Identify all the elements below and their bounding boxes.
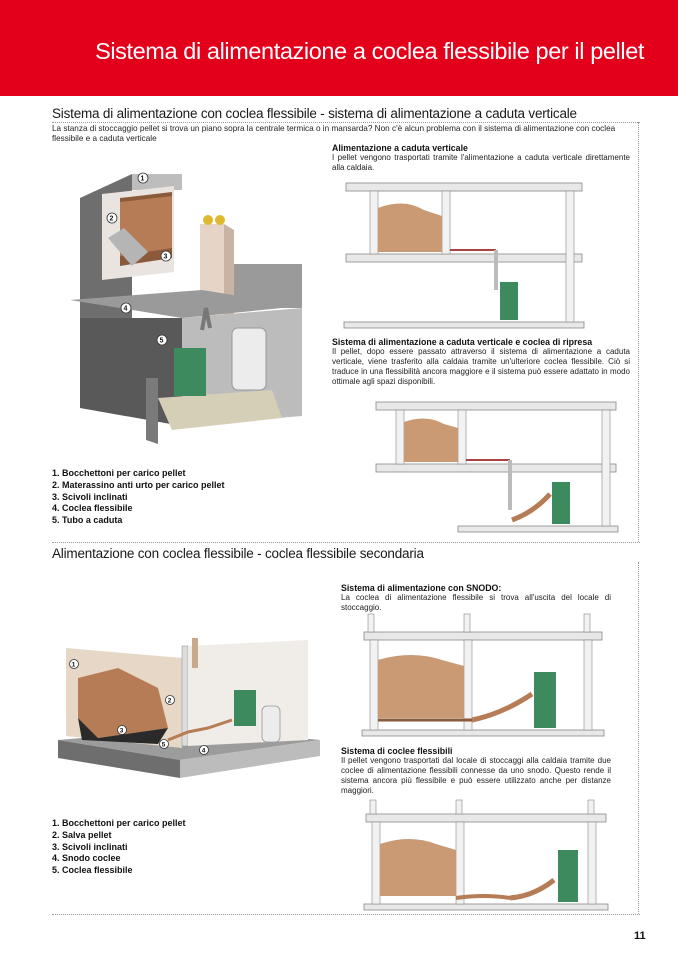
section1-intro: La stanza di stoccaggio pellet si trova … xyxy=(52,124,632,144)
section2-block2: Sistema di coclee flessibili Il pellet v… xyxy=(341,746,611,796)
section1-legend: 1. Bocchettoni per carico pellet 2. Mate… xyxy=(52,468,225,527)
snodo-diagram xyxy=(362,614,604,738)
boiler-icon xyxy=(552,482,570,524)
section1-block1: Alimentazione a caduta verticale I pelle… xyxy=(332,143,630,173)
boiler-icon xyxy=(558,850,578,902)
block-text: I pellet vengono trasportati tramite l'a… xyxy=(332,153,630,172)
svg-text:3: 3 xyxy=(120,727,124,734)
svg-text:5: 5 xyxy=(160,338,164,345)
legend-item: 3. Scivoli inclinati xyxy=(52,492,225,504)
block-heading: Sistema di alimentazione a caduta vertic… xyxy=(332,337,630,347)
block-heading: Sistema di coclee flessibili xyxy=(341,746,611,756)
svg-text:2: 2 xyxy=(110,216,114,223)
block-heading: Sistema di alimentazione con SNODO: xyxy=(341,583,611,593)
block-text: Il pellet vengono trasportati dal locale… xyxy=(341,756,611,795)
section1-boiler-room-illustration: 1 2 3 4 5 xyxy=(62,168,312,458)
boiler-icon xyxy=(234,690,256,726)
svg-text:4: 4 xyxy=(124,306,128,313)
header-banner: Sistema di alimentazione a coclea flessi… xyxy=(0,0,678,96)
legend-item: 4. Snodo coclee xyxy=(52,853,186,865)
vertical-fall-secondary-auger-diagram xyxy=(374,402,618,534)
boiler-icon xyxy=(174,348,206,396)
svg-text:3: 3 xyxy=(164,254,168,261)
section1-divider xyxy=(52,122,640,123)
section2-legend: 1. Bocchettoni per carico pellet 2. Salv… xyxy=(52,818,186,877)
svg-text:1: 1 xyxy=(141,176,145,183)
section1-block2: Sistema di alimentazione a caduta vertic… xyxy=(332,337,630,387)
legend-item: 3. Scivoli inclinati xyxy=(52,842,186,854)
block-text: La coclea di alimentazione flessibile si… xyxy=(341,593,611,612)
svg-text:4: 4 xyxy=(202,747,206,754)
legend-item: 1. Bocchettoni per carico pellet xyxy=(52,468,225,480)
legend-item: 1. Bocchettoni per carico pellet xyxy=(52,818,186,830)
section2-title: Alimentazione con coclea flessibile - co… xyxy=(52,546,424,561)
section2-divider xyxy=(52,542,640,543)
section2-block1: Sistema di alimentazione con SNODO: La c… xyxy=(341,583,611,613)
block-text: Il pellet, dopo essere passato attravers… xyxy=(332,347,630,386)
section1-title: Sistema di alimentazione con coclea fles… xyxy=(52,106,577,121)
section2-vertical-divider xyxy=(638,562,639,914)
block-heading: Alimentazione a caduta verticale xyxy=(332,143,630,153)
legend-item: 2. Salva pellet xyxy=(52,830,186,842)
svg-text:2: 2 xyxy=(168,697,172,704)
two-augers-diagram xyxy=(364,800,608,912)
boiler-icon xyxy=(534,672,556,728)
legend-item: 4. Coclea flessibile xyxy=(52,503,225,515)
legend-item: 2. Materassino anti urto per carico pell… xyxy=(52,480,225,492)
legend-item: 5. Tubo a caduta xyxy=(52,515,225,527)
svg-text:5: 5 xyxy=(162,741,166,748)
vertical-fall-diagram xyxy=(344,180,584,330)
page-number: 11 xyxy=(634,930,646,942)
legend-item: 5. Coclea flessibile xyxy=(52,865,186,877)
section2-storage-room-illustration: 1 2 3 4 5 xyxy=(58,628,320,800)
footer-divider xyxy=(52,914,640,915)
boiler-icon xyxy=(500,282,518,320)
page-title: Sistema di alimentazione a coclea flessi… xyxy=(95,38,644,65)
svg-text:1: 1 xyxy=(72,661,76,668)
section1-vertical-divider xyxy=(638,122,639,542)
